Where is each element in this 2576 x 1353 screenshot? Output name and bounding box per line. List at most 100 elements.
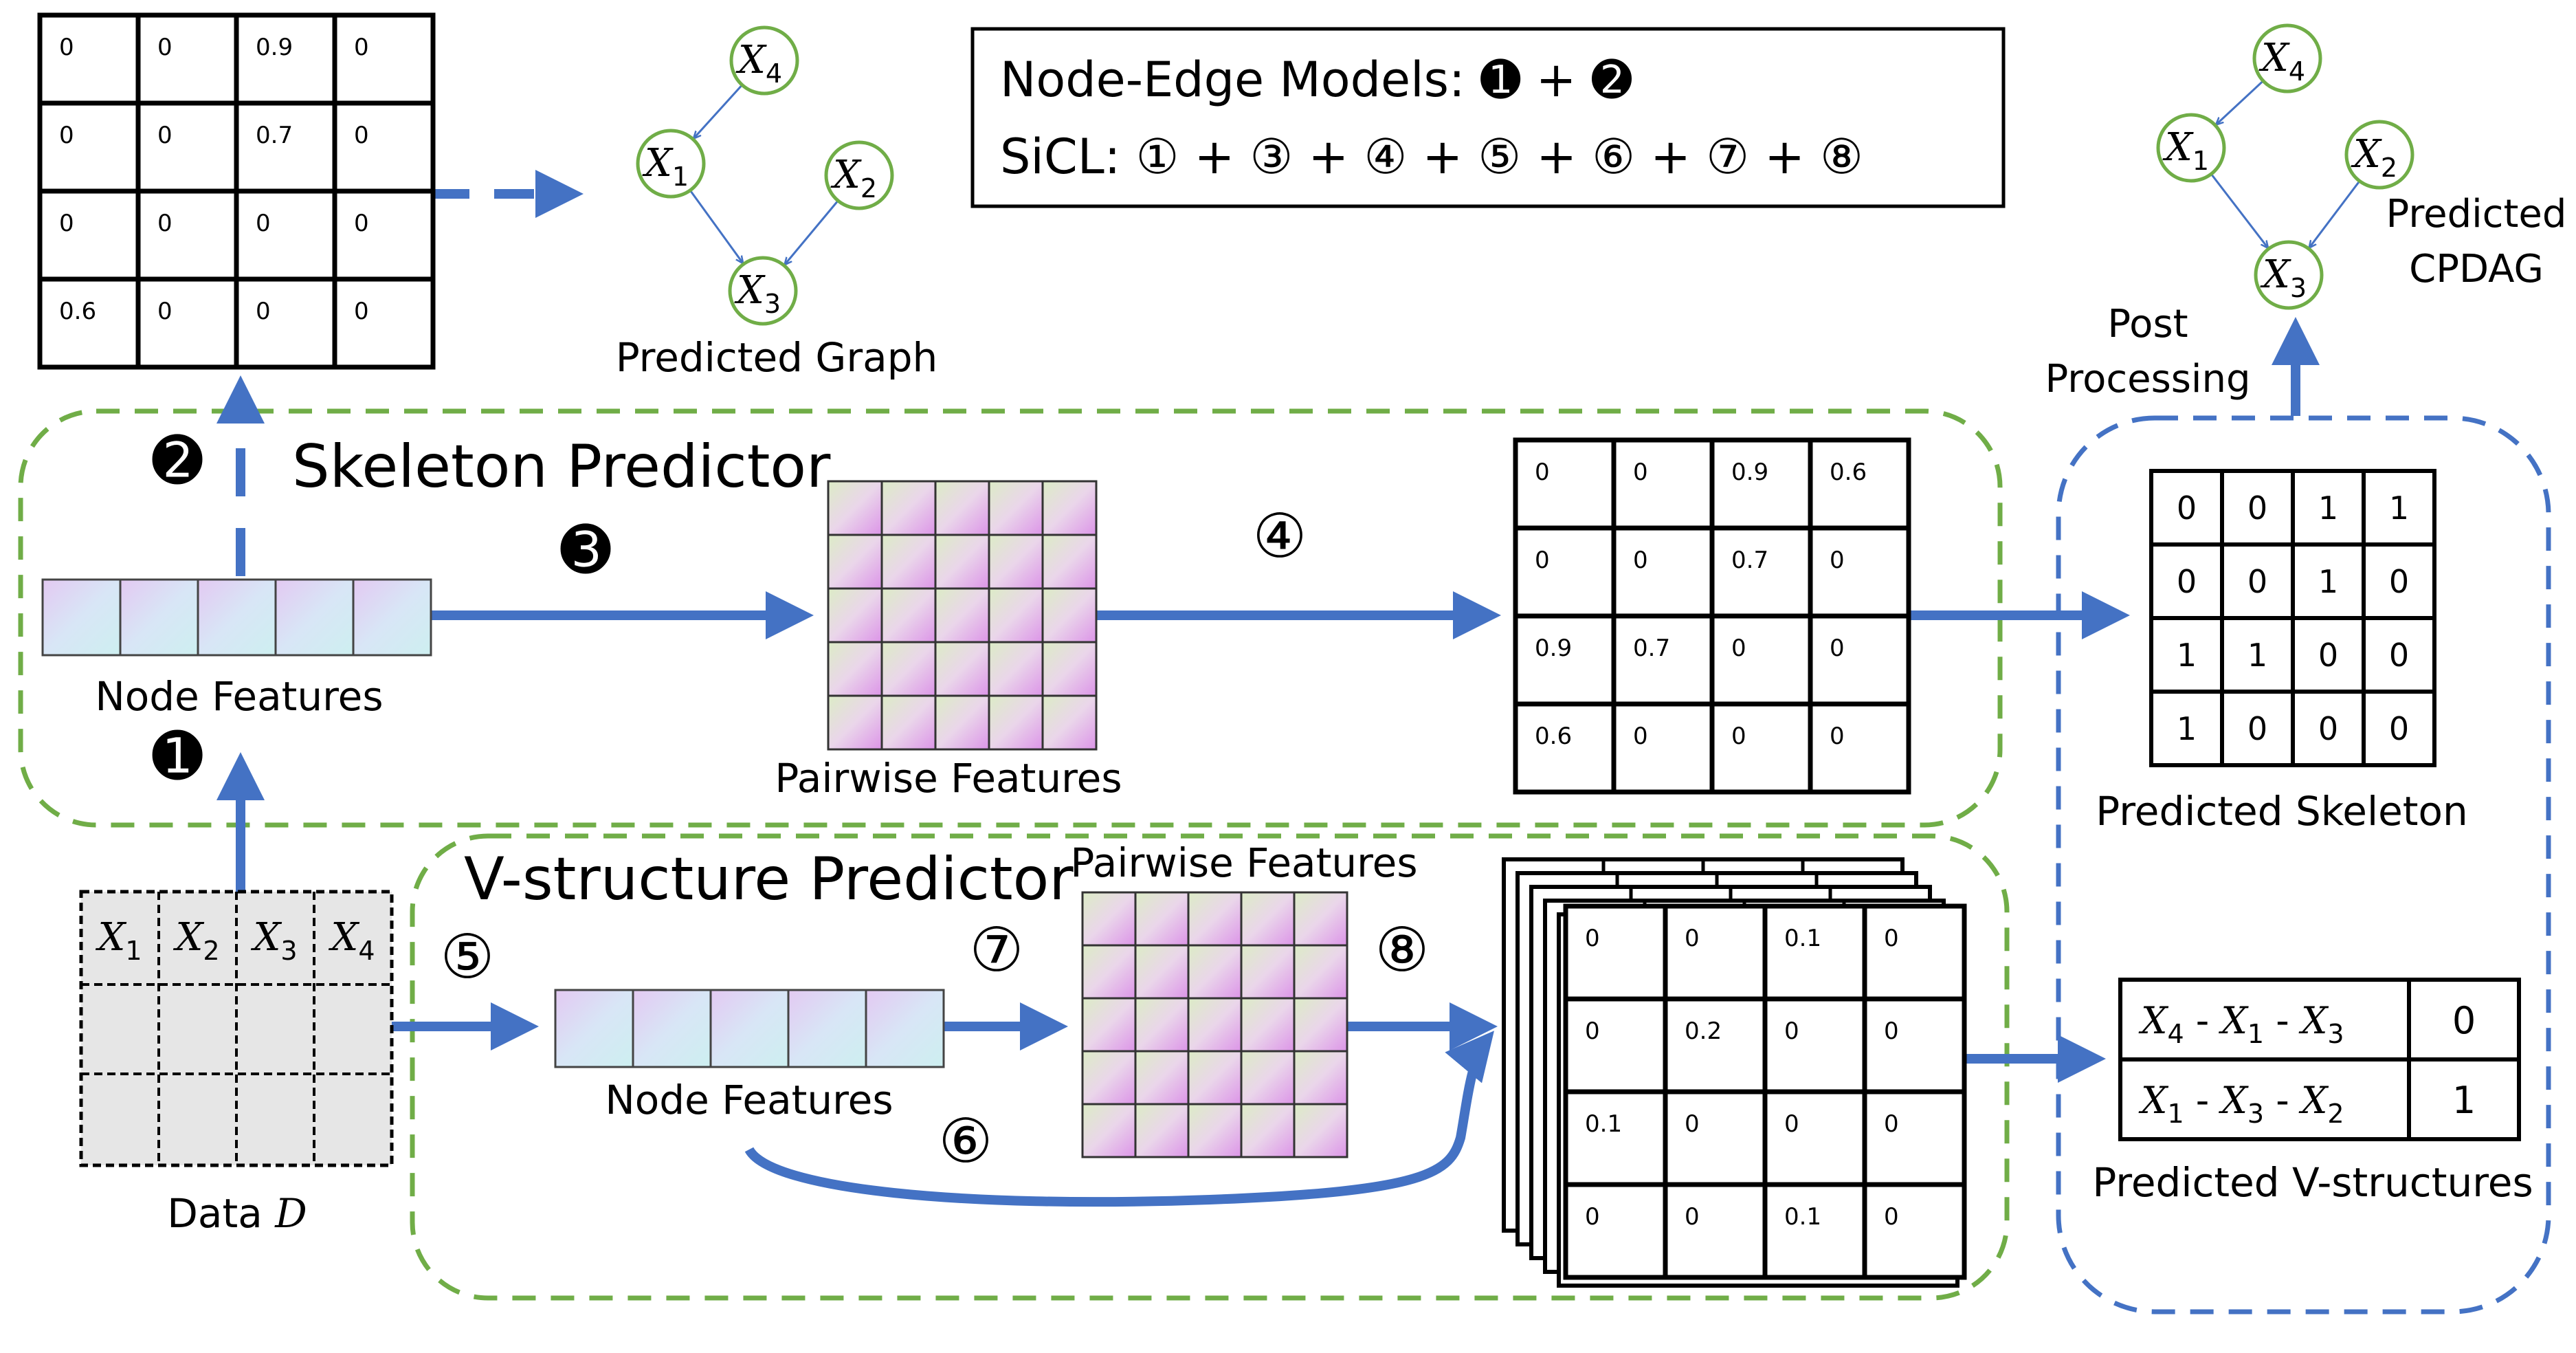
output-frame xyxy=(2056,415,2551,1314)
matrix-cell: 0 xyxy=(59,122,74,149)
matrix-cell: 0 xyxy=(1685,1110,1700,1138)
pairwise-cell xyxy=(880,587,937,644)
predicted-skeleton-label: Predicted Skeleton xyxy=(2096,788,2468,835)
pairwise-cell xyxy=(827,534,883,590)
vs-row-value: 0 xyxy=(2452,999,2476,1042)
matrix-cell: 0.7 xyxy=(1731,547,1768,574)
pairwise-cell xyxy=(1293,1050,1348,1106)
data-label: Data D xyxy=(167,1190,307,1237)
matrix-cell: 0 xyxy=(256,298,271,325)
matrix-cell: 0.6 xyxy=(1535,723,1572,750)
graph-edge xyxy=(2309,180,2361,248)
matrix-cell: 0 xyxy=(1535,547,1550,574)
feature-cell xyxy=(352,578,432,657)
step-badge-8: ⑧ xyxy=(1375,914,1430,985)
matrix-cell: 0.9 xyxy=(1731,459,1768,486)
pairwise-cell xyxy=(1187,944,1243,1000)
step-badge-4: ④ xyxy=(1253,500,1307,571)
matrix-cell: 0 xyxy=(2247,710,2267,747)
predicted-cpdag-label-1: Predicted xyxy=(2386,192,2567,236)
matrix-cell: 0.2 xyxy=(1685,1018,1722,1045)
pairwise-cell xyxy=(827,641,883,697)
matrix-cell: 0 xyxy=(157,298,173,325)
legend-plus: + xyxy=(1179,129,1250,185)
legend-step-1: ➊ xyxy=(1480,52,1521,108)
legend-step-6: ⑥ xyxy=(1592,129,1635,185)
legend-step-4: ④ xyxy=(1364,129,1407,185)
matrix-cell: 0.1 xyxy=(1585,1110,1622,1138)
legend-plus: + xyxy=(1407,129,1478,185)
matrix-cell: 0 xyxy=(1633,723,1648,750)
graph-edge xyxy=(2217,80,2264,124)
matrix-cell: 0 xyxy=(1884,1110,1899,1138)
pairwise-cell xyxy=(1081,1103,1137,1158)
pairwise-cell xyxy=(1293,1103,1348,1158)
graph-node-x2: X2 xyxy=(824,140,894,210)
matrix-cell: 0.1 xyxy=(1784,1203,1821,1231)
svg-text:X4: X4 xyxy=(2258,36,2305,87)
matrix-cell: 1 xyxy=(2247,637,2267,674)
pairwise-cell xyxy=(1041,694,1098,751)
pairwise-cell xyxy=(988,694,1044,751)
pairwise-cell xyxy=(1240,1050,1296,1106)
pairwise-cell xyxy=(934,694,990,751)
node-features-skeleton xyxy=(41,578,432,657)
matrix-cell: 0 xyxy=(1731,723,1746,750)
pairwise-cell xyxy=(1081,1050,1137,1106)
graph-edge xyxy=(689,189,743,263)
legend-prefix: SiCL: xyxy=(1000,129,1136,185)
svg-text:X1: X1 xyxy=(642,141,689,192)
graph-node-x4: X4 xyxy=(729,25,799,96)
pairwise-cell xyxy=(1041,534,1098,590)
vs-row-triple: X4 - X1 - X3 xyxy=(2138,999,2344,1049)
matrix-cell: 0 xyxy=(354,122,369,149)
graph-node-x1: X1 xyxy=(2156,113,2226,183)
pairwise-cell xyxy=(1240,1103,1296,1158)
step-badge-6: ⑥ xyxy=(939,1106,993,1176)
feature-cell xyxy=(197,578,277,657)
matrix-cell: 0 xyxy=(2247,563,2267,600)
pairwise-features-vstructure xyxy=(1081,891,1348,1158)
step-badge-1: ➊ xyxy=(152,720,203,791)
data-header-x1: X1 xyxy=(95,915,142,966)
pairwise-cell xyxy=(1187,891,1243,947)
legend-step-3: ③ xyxy=(1250,129,1293,185)
pairwise-cell xyxy=(934,587,990,644)
graph-node-x3: X3 xyxy=(728,256,798,326)
step-badge-2: ➋ xyxy=(152,425,203,496)
data-header-x3: X3 xyxy=(250,915,297,966)
graph-node-x1: X1 xyxy=(636,129,706,199)
matrix-cell: 0 xyxy=(157,122,173,149)
matrix-cell: 0 xyxy=(1784,1018,1799,1045)
legend-box: Node-Edge Models: ➊ + ➋ SiCL: ① + ③ + ④ … xyxy=(970,27,2006,208)
pairwise-cell xyxy=(1134,1050,1190,1106)
feature-cell xyxy=(865,989,945,1068)
matrix-cell: 0 xyxy=(2389,563,2409,600)
matrix-cell: 0 xyxy=(157,34,173,61)
node-features-label-top: Node Features xyxy=(95,673,383,720)
matrix-cell: 0 xyxy=(1884,1018,1899,1045)
pairwise-cell xyxy=(1240,997,1296,1053)
matrix-cell: 0 xyxy=(2177,563,2197,600)
legend-step-1: ① xyxy=(1136,129,1179,185)
vstructure-predictor-title: V-structure Predictor xyxy=(464,845,1074,914)
legend-node-edge: Node-Edge Models: ➊ + ➋ xyxy=(1000,52,1632,108)
matrix-cell: 0 xyxy=(1784,1110,1799,1138)
pairwise-cell xyxy=(827,694,883,751)
pairwise-cell xyxy=(1187,1050,1243,1106)
matrix-cell: 0 xyxy=(1585,1018,1600,1045)
matrix-cell: 0.7 xyxy=(1633,635,1670,662)
legend-step-2: ➋ xyxy=(1592,52,1632,108)
matrix-cell: 0 xyxy=(1585,1203,1600,1231)
legend-plus: + xyxy=(1749,129,1820,185)
predicted-graph-label: Predicted Graph xyxy=(616,334,938,381)
pairwise-cell xyxy=(880,480,937,536)
svg-text:X1: X1 xyxy=(2162,125,2209,176)
pairwise-features-label-top: Pairwise Features xyxy=(775,755,1122,802)
